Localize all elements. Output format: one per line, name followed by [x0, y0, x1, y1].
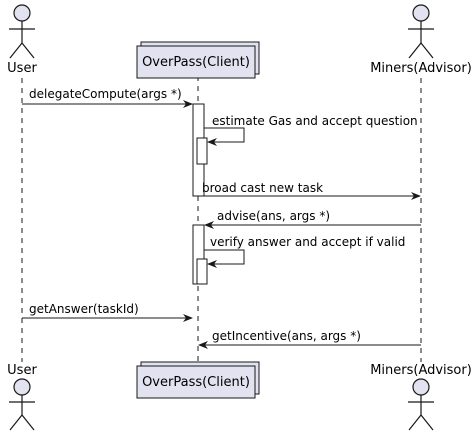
arrow-estimate-gas: [204, 127, 245, 146]
actor-user-top: [9, 4, 35, 59]
actor-miners-top: [408, 4, 434, 59]
actor-miners-label-top: Miners(Advisor): [370, 61, 472, 76]
activation-client-1-nested: [196, 137, 208, 165]
actor-user-label-top: User: [7, 61, 37, 76]
arrow-verify-answer: [204, 249, 245, 268]
message-get-incentive: getIncentive(ans, args *): [212, 329, 361, 343]
message-get-answer: getAnswer(taskId): [29, 302, 139, 316]
participant-client-label-top: OverPass(Client): [142, 55, 250, 70]
message-advise: advise(ans, args *): [217, 209, 330, 223]
actor-miners-bottom: [408, 378, 434, 431]
actor-miners-label-bottom: Miners(Advisor): [370, 363, 472, 378]
message-broadcast-task: broad cast new task: [202, 181, 323, 195]
participant-client-bottom: OverPass(Client): [136, 361, 260, 399]
participant-client-top: OverPass(Client): [136, 41, 260, 79]
participant-client-label-bottom: OverPass(Client): [142, 375, 250, 390]
message-delegate-compute: delegateCompute(args *): [29, 87, 182, 101]
activation-client-2-nested: [196, 258, 208, 285]
actor-user-label-bottom: User: [7, 363, 37, 378]
message-estimate-gas: estimate Gas and accept question: [212, 114, 418, 128]
message-verify-answer: verify answer and accept if valid: [210, 235, 405, 249]
actor-user-bottom: [9, 378, 35, 431]
